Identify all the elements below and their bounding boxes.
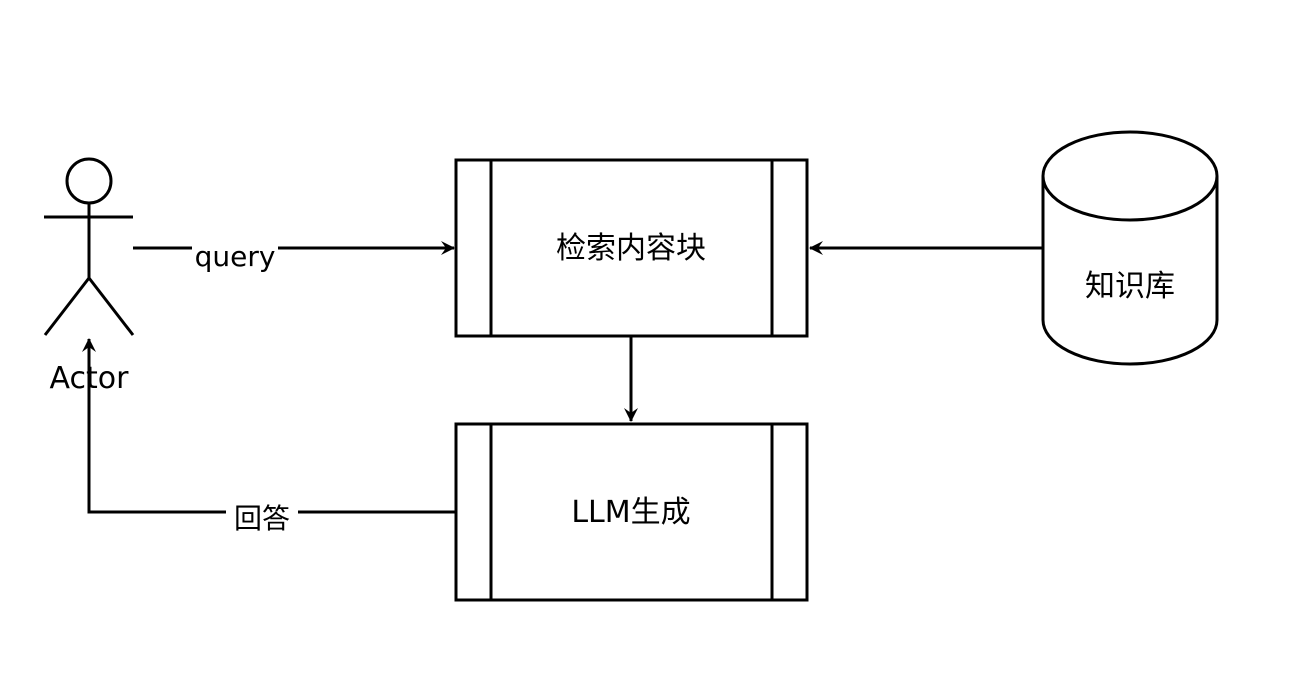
retrieve-box[interactable] xyxy=(454,158,809,338)
query-edge-label: query xyxy=(195,240,276,273)
actor-figure[interactable] xyxy=(43,157,135,336)
query-edge-label-bg xyxy=(192,238,278,274)
knowledge-base-label: 知识库 xyxy=(1085,269,1175,304)
llm-box[interactable] xyxy=(454,422,809,602)
llm-box-label: LLM生成 xyxy=(571,495,690,530)
actor-head xyxy=(65,157,113,205)
answer-edge-label: 回答 xyxy=(234,502,290,535)
answer-edge-label-bg xyxy=(226,497,298,535)
retrieve-box-label: 检索内容块 xyxy=(556,231,706,266)
actor-right-leg xyxy=(87,277,135,336)
answer-edge[interactable] xyxy=(82,338,456,514)
knowledge-base-cylinder[interactable] xyxy=(1041,130,1219,366)
actor-left-leg xyxy=(43,277,91,336)
